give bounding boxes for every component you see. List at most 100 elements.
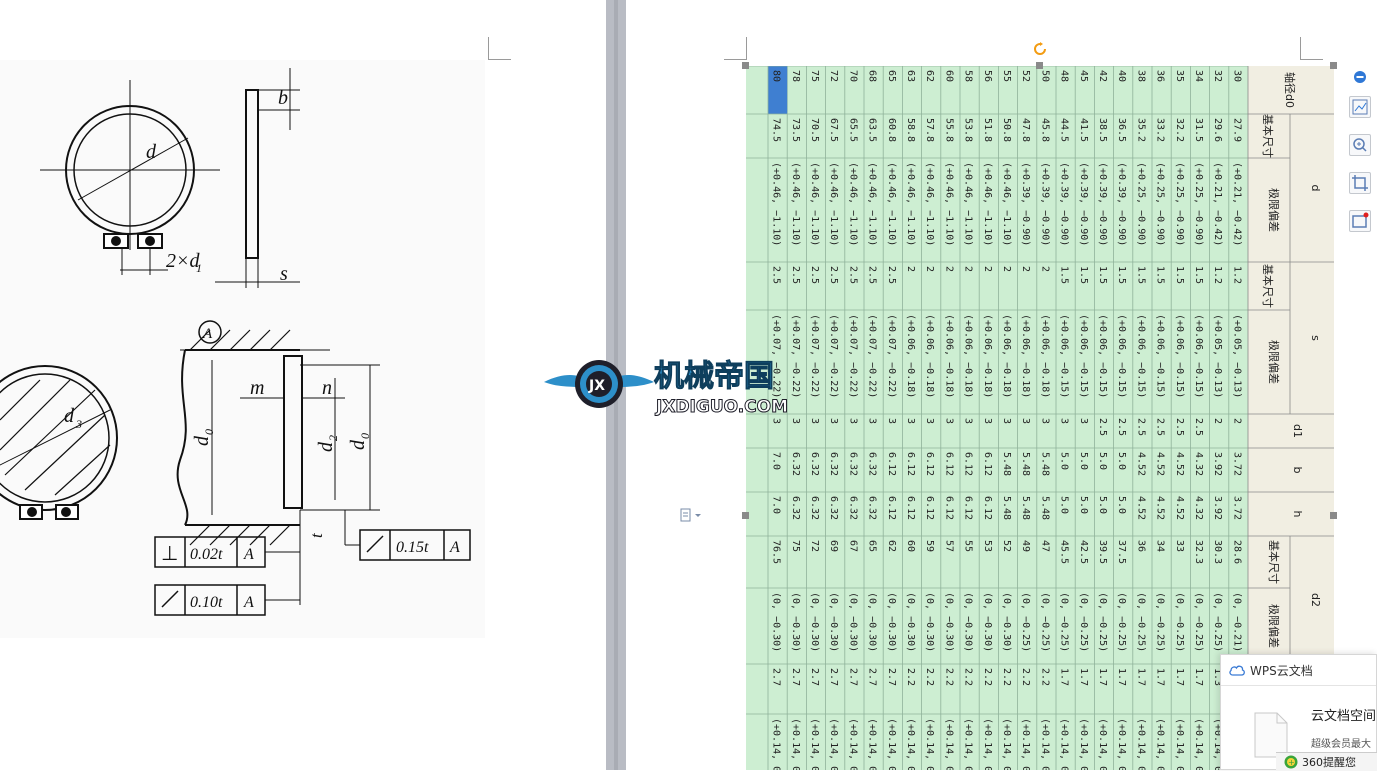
table-cell-mtol: (+0.14, 0 bbox=[790, 718, 801, 770]
table-cell-m: 2.2 bbox=[963, 668, 974, 686]
table-cell-d0: 70 bbox=[847, 70, 858, 82]
watermark-logo-icon: JX 机械帝国 JXDIGUO.COM bbox=[544, 359, 789, 418]
table-cell-d1: 3 bbox=[1059, 418, 1070, 424]
table-cell-d2: 45.5 bbox=[1059, 540, 1070, 564]
table-cell-d0: 32 bbox=[1212, 70, 1223, 82]
rotate-handle-icon[interactable] bbox=[1033, 42, 1047, 56]
header-d-group: d bbox=[1309, 185, 1322, 192]
handle-mid-left[interactable] bbox=[742, 512, 749, 519]
header-shaft-diameter: 轴径d0 bbox=[1283, 72, 1297, 108]
table-cell-stol: (+0.07, −0.22) bbox=[867, 314, 878, 398]
table-cell-d1: 3 bbox=[867, 418, 878, 424]
table-cell-d1: 2.5 bbox=[1135, 418, 1146, 436]
table-cell-s: 2.5 bbox=[847, 266, 858, 284]
table-cell-d1: 2.5 bbox=[1193, 418, 1204, 436]
table-cell-dtol: (+0.21, −0.42) bbox=[1231, 162, 1242, 246]
table-cell-d0: 65 bbox=[886, 70, 897, 82]
table-cell-d0: 38 bbox=[1135, 70, 1146, 82]
table-cell-h: 3.92 bbox=[1212, 496, 1223, 520]
chart-style-button[interactable] bbox=[1349, 96, 1371, 118]
notification-bar[interactable]: + 360提醒您 bbox=[1276, 752, 1377, 771]
page-corner-mark-left bbox=[724, 37, 747, 60]
selected-cell[interactable] bbox=[768, 66, 788, 114]
page-corner-mark-right bbox=[1300, 37, 1323, 60]
handle-top-right[interactable] bbox=[1330, 62, 1337, 69]
table-cell-stol: (+0.06, −0.18) bbox=[1039, 314, 1050, 398]
table-cell-h: 6.12 bbox=[886, 496, 897, 520]
table-cell-d2tol: (0, −0.30) bbox=[790, 592, 801, 652]
table-cell-h: 6.12 bbox=[982, 496, 993, 520]
table-cell-stol: (+0.07, −0.22) bbox=[847, 314, 858, 398]
table-cell-d: 58.8 bbox=[905, 118, 916, 142]
right-side-toolbar bbox=[1344, 62, 1377, 252]
left-page: d b s 2×d 1 A m n d 3 d 0 d 2 d bbox=[0, 0, 606, 770]
table-cell-h: 3.72 bbox=[1231, 496, 1242, 520]
table-cell-h: 7.0 bbox=[771, 496, 782, 514]
table-cell-d2tol: (0, −0.30) bbox=[982, 592, 993, 652]
table-cell-dtol: (+0.25, −0.90) bbox=[1155, 162, 1166, 246]
table-cell-d2: 65 bbox=[867, 540, 878, 552]
table-cell-m: 1.7 bbox=[1155, 668, 1166, 686]
drawing-svg: d b s 2×d 1 A m n d 3 d 0 d 2 d bbox=[0, 68, 471, 616]
table-cell-b: 4.32 bbox=[1193, 452, 1204, 476]
table-cell-d2: 75 bbox=[790, 540, 801, 552]
handle-mid-right[interactable] bbox=[1330, 512, 1337, 519]
paste-options-icon[interactable] bbox=[679, 508, 703, 522]
crop-button[interactable] bbox=[1349, 172, 1371, 194]
label-d: d bbox=[146, 141, 157, 163]
table-cell-mtol: (+0.14, 0 bbox=[943, 718, 954, 770]
table-cell-b: 4.52 bbox=[1174, 452, 1185, 476]
table-cell-dtol: (+0.46, −1.10) bbox=[867, 162, 878, 246]
table-cell-d2tol: (0, −0.30) bbox=[1001, 592, 1012, 652]
minus-circle-icon[interactable] bbox=[1353, 70, 1367, 84]
tolerance-runout-1: 0.10t bbox=[190, 594, 223, 611]
table-cell-s: 2 bbox=[924, 266, 935, 272]
table-cell-b: 4.52 bbox=[1155, 452, 1166, 476]
table-cell-h: 4.52 bbox=[1155, 496, 1166, 520]
table-cell-d: 57.8 bbox=[924, 118, 935, 142]
table-cell-b: 5.48 bbox=[1001, 452, 1012, 476]
table-cell-h: 5.0 bbox=[1078, 496, 1089, 514]
table-cell-m: 2.2 bbox=[905, 668, 916, 686]
document-icon bbox=[1254, 712, 1288, 758]
table-cell-m: 1.7 bbox=[1097, 668, 1108, 686]
table-cell-m: 1.7 bbox=[1059, 668, 1070, 686]
label-d3-sub: 3 bbox=[75, 417, 82, 431]
handle-top-left[interactable] bbox=[742, 62, 749, 69]
table-cell-dtol: (+0.39, −0.90) bbox=[1097, 162, 1108, 246]
table-cell-stol: (+0.06, −0.15) bbox=[1155, 314, 1166, 398]
table-cell-mtol: (+0.14, 0 bbox=[1155, 718, 1166, 770]
handle-top-mid[interactable] bbox=[1036, 62, 1043, 69]
frame-button[interactable] bbox=[1349, 210, 1371, 232]
zoom-button[interactable] bbox=[1349, 134, 1371, 156]
table-cell-d2: 55 bbox=[963, 540, 974, 552]
header-d2-basic: 基本尺寸 bbox=[1267, 540, 1281, 584]
table-cell-mtol: (+0.14, 0 bbox=[867, 718, 878, 770]
table-cell-d0: 78 bbox=[790, 70, 801, 82]
